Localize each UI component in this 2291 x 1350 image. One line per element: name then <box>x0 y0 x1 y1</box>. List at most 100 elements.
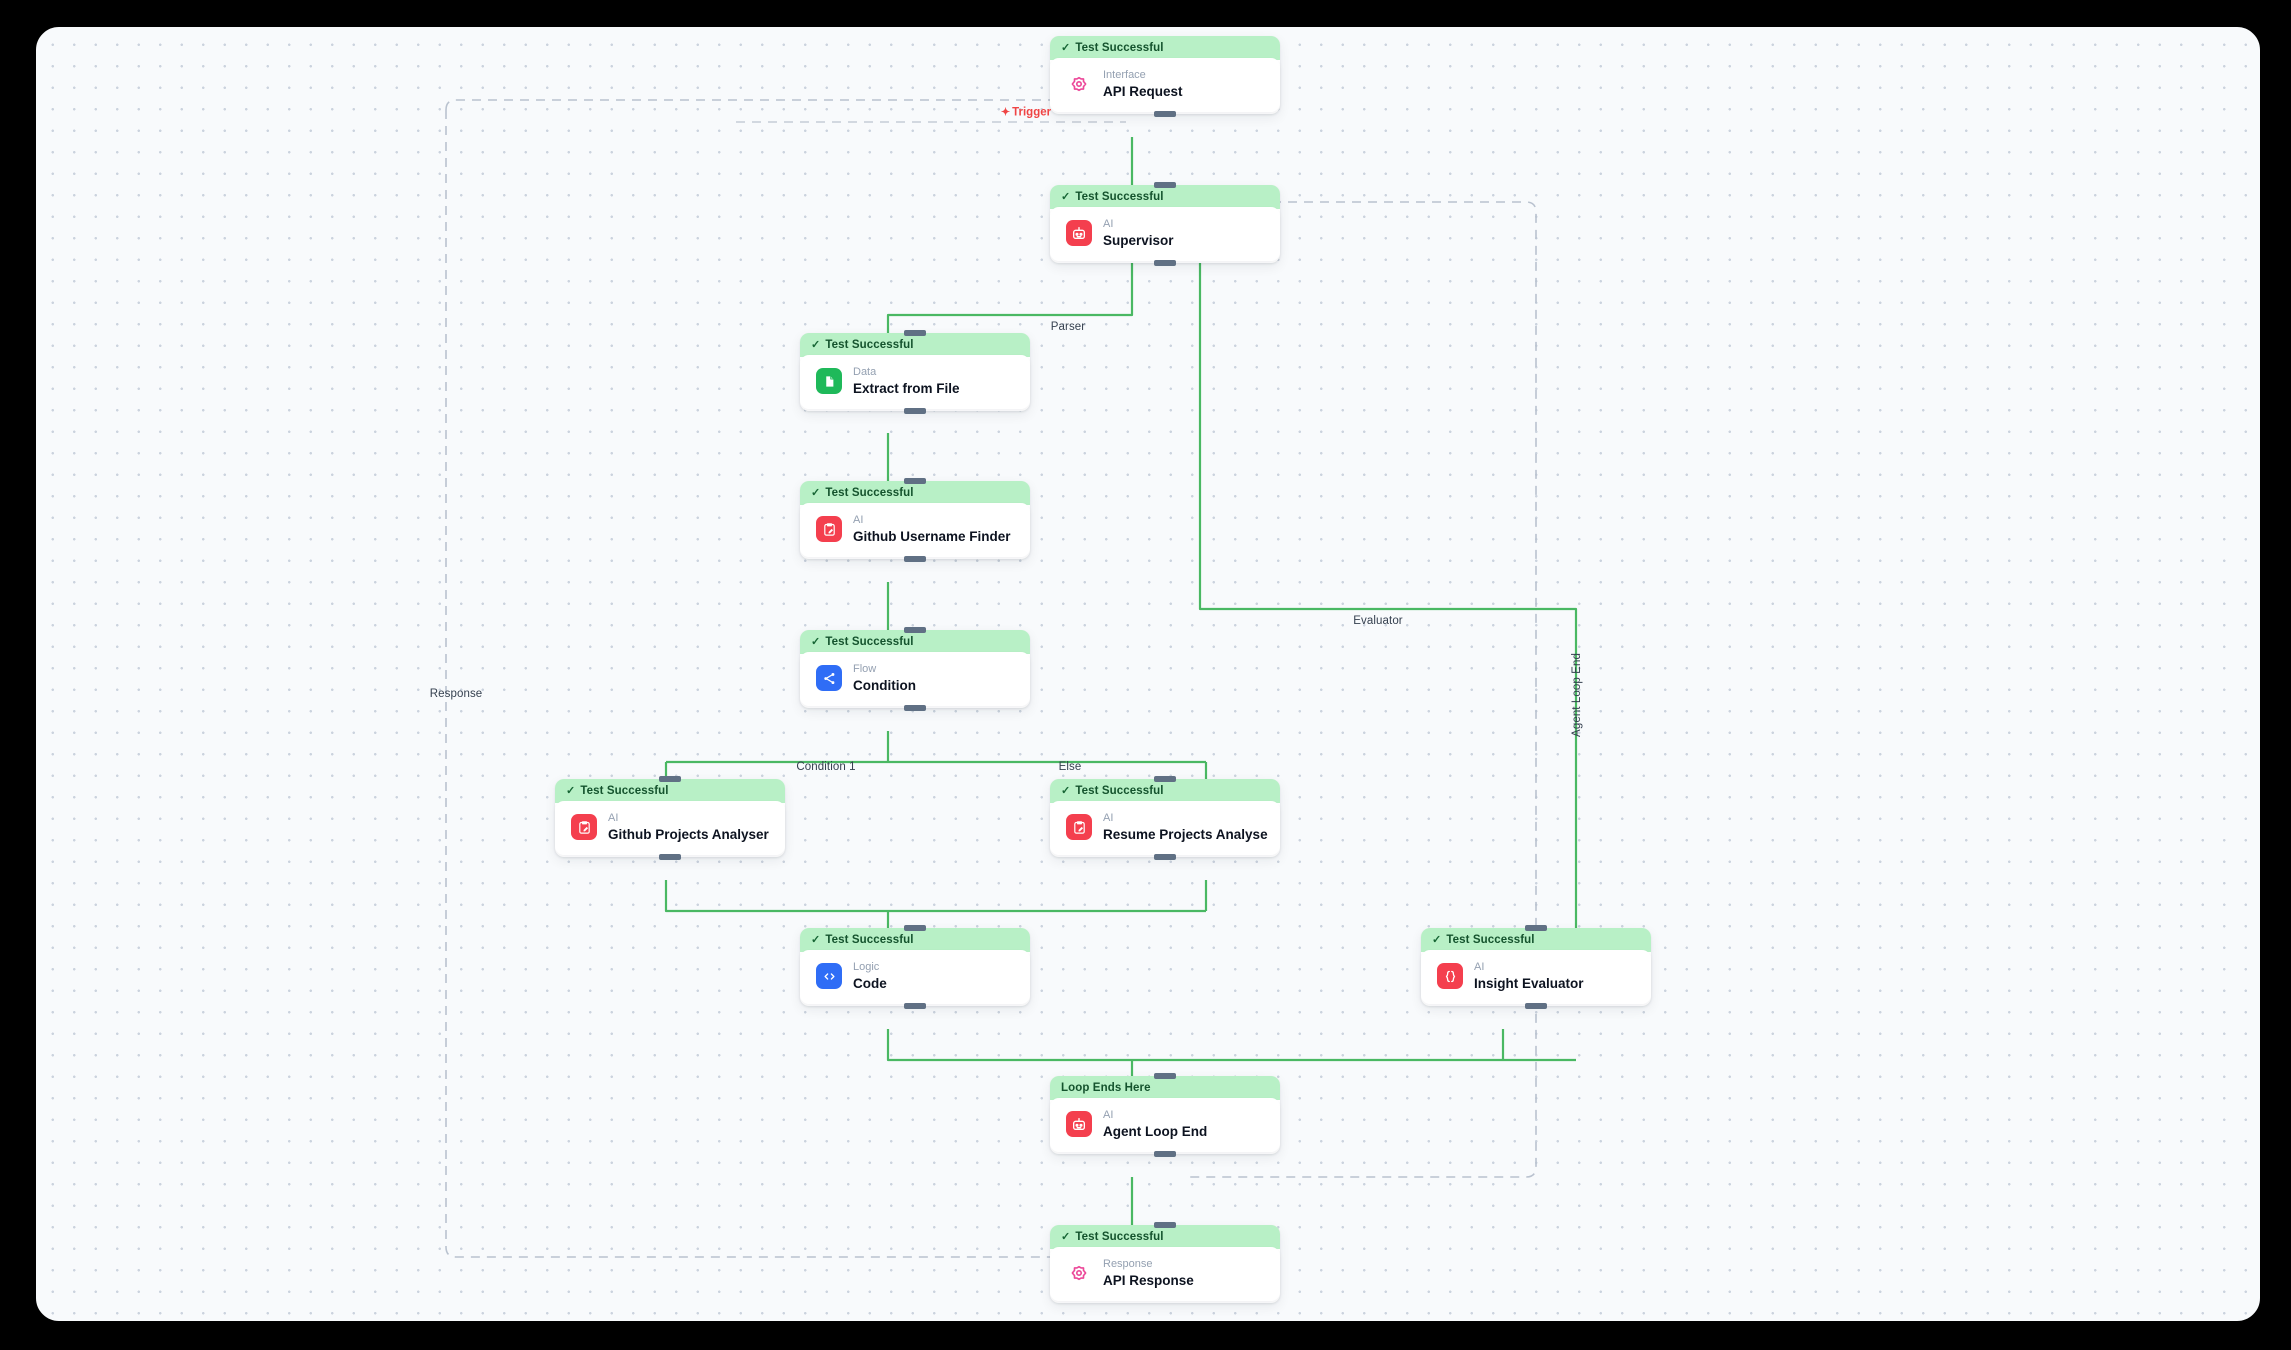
node-status-label: Test Successful <box>1075 42 1164 54</box>
node-title: Github Projects Analyser <box>608 826 769 842</box>
node-status-label: Test Successful <box>825 934 914 946</box>
node-title: Agent Loop End <box>1103 1123 1208 1139</box>
check-icon: ✓ <box>1432 933 1442 946</box>
node-status-badge: ✓ Test Successful <box>800 928 1030 952</box>
node-title: Insight Evaluator <box>1474 975 1584 991</box>
node-handle-bottom[interactable] <box>1154 260 1176 267</box>
node-title: API Request <box>1103 83 1183 99</box>
edge-label-condition-1: Condition 1 <box>796 761 856 773</box>
node-status-badge: ✓ Test Successful <box>1421 928 1651 952</box>
node-kind: AI <box>608 812 619 824</box>
check-icon: ✓ <box>566 784 576 797</box>
trigger-label: ✦Trigger <box>1001 106 1051 119</box>
node-status-label: Test Successful <box>825 339 914 351</box>
node-handle-top[interactable] <box>1154 182 1176 188</box>
node-handle-bottom[interactable] <box>904 705 926 712</box>
check-icon: ✓ <box>1061 190 1071 203</box>
node-handle-bottom[interactable] <box>1154 854 1176 861</box>
node-kind: AI <box>1103 812 1114 824</box>
node-text: AI Github Username Finder <box>853 514 1011 544</box>
node-handle-bottom[interactable] <box>659 854 681 861</box>
flow-boundary-corner <box>445 99 457 111</box>
node-text: AI Resume Projects Analyse <box>1103 812 1268 842</box>
node-handle-bottom[interactable] <box>904 408 926 415</box>
node-handle-top[interactable] <box>1154 1073 1176 1079</box>
node-status-label: Test Successful <box>1446 934 1535 946</box>
node-handle-bottom[interactable] <box>1154 1151 1176 1158</box>
node-handle-bottom[interactable] <box>904 556 926 563</box>
node-status-label: Loop Ends Here <box>1061 1082 1151 1094</box>
node-title: API Response <box>1103 1272 1194 1288</box>
edge-label-evaluator: Evaluator <box>1353 615 1403 627</box>
node-kind: AI <box>853 514 864 526</box>
node-title: Extract from File <box>853 380 960 396</box>
check-icon: ✓ <box>811 486 821 499</box>
check-icon: ✓ <box>811 338 821 351</box>
node-kind: Interface <box>1103 69 1146 81</box>
edge-label-agent-loop-end: Agent Loop End <box>1571 653 1583 737</box>
edge-code-to-agent-loop-end <box>886 1029 1576 1076</box>
node-handle-bottom[interactable] <box>1154 111 1176 118</box>
node-title: Condition <box>853 677 916 693</box>
node-body[interactable]: AI Resume Projects Analyse <box>1050 801 1280 856</box>
node-handle-top[interactable] <box>1525 925 1547 931</box>
node-status-badge: ✓Test Successful <box>1050 779 1280 803</box>
node-handle-top[interactable] <box>1154 776 1176 782</box>
node-status-label: Test Successful <box>825 487 914 499</box>
node-status-badge: ✓ Test Successful <box>800 333 1030 357</box>
document-icon <box>816 368 842 395</box>
node-handle-bottom[interactable] <box>1525 1003 1547 1010</box>
node-title: Github Username Finder <box>853 528 1011 544</box>
node-handle-top[interactable] <box>1154 1222 1176 1228</box>
node-body[interactable]: AI Github Projects Analyser <box>555 801 785 856</box>
node-handle-top[interactable] <box>904 627 926 633</box>
sparkle-icon: ✦ <box>1000 106 1011 119</box>
node-status-badge: ✓Test Successful <box>1050 185 1280 209</box>
node-handle-bottom[interactable] <box>904 1003 926 1010</box>
node-handle-top[interactable] <box>904 330 926 336</box>
clipboard-edit-icon <box>1066 814 1092 841</box>
robot-icon <box>1066 220 1092 247</box>
check-icon: ✓ <box>1061 41 1071 54</box>
node-status-badge: ✓ Test Successful <box>1050 36 1280 60</box>
edge-label-else: Else <box>1058 761 1082 773</box>
node-handle-top[interactable] <box>904 925 926 931</box>
node-handle-top[interactable] <box>659 776 681 782</box>
node-title: Code <box>853 975 887 991</box>
node-body[interactable]: AI Github Username Finder <box>800 503 1030 558</box>
check-icon: ✓ <box>811 635 821 648</box>
code-icon <box>816 963 842 990</box>
check-icon: ✓ <box>811 933 821 946</box>
node-title: Resume Projects Analyse <box>1103 826 1268 842</box>
braces-icon <box>1437 963 1463 990</box>
clipboard-edit-icon <box>816 516 842 543</box>
check-icon: ✓ <box>1061 784 1071 797</box>
node-handle-top[interactable] <box>904 478 926 484</box>
